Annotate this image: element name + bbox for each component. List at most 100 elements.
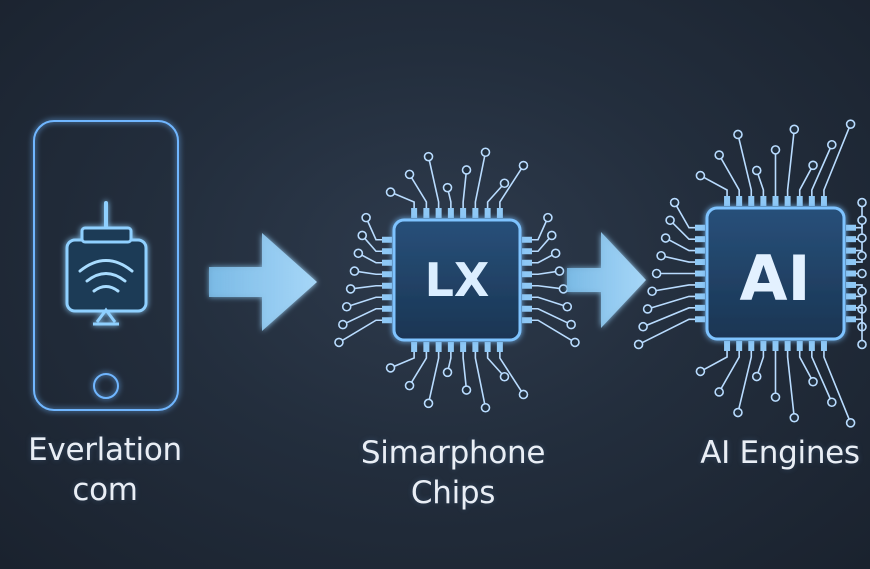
chip-pin (460, 342, 467, 352)
chip-pin (382, 236, 392, 243)
trace-node (404, 169, 415, 180)
ai-label: AI Engines (690, 433, 870, 473)
trace-node (480, 402, 491, 413)
circuit-trace (669, 219, 695, 240)
circuit-trace (462, 169, 468, 208)
chip-pin (796, 196, 803, 206)
chip-pin (522, 317, 532, 324)
trace-node (338, 319, 348, 330)
trace-node (633, 339, 644, 350)
chip-pin (784, 196, 791, 206)
trace-node (857, 268, 867, 279)
arrow-right-icon (209, 233, 317, 331)
circuit-trace (427, 156, 440, 208)
circuit-trace (700, 174, 728, 196)
chip-traces (334, 147, 580, 413)
circuit-trace (474, 352, 487, 408)
chip-pin (846, 224, 856, 231)
chip-pin (724, 341, 731, 351)
trace-node (546, 230, 557, 241)
chip-pin (695, 236, 705, 243)
trace-node (518, 389, 529, 400)
circuit-trace (532, 217, 549, 241)
circuit-trace (462, 352, 468, 391)
chip-pin (846, 316, 856, 323)
circuit-trace (798, 351, 814, 383)
circuit-trace (427, 352, 440, 404)
trace-node (714, 150, 724, 160)
trace-node (499, 371, 510, 382)
trace-node (733, 129, 743, 140)
trace-node (770, 145, 781, 155)
circuit-trace (660, 254, 695, 263)
trace-node (404, 380, 415, 391)
trace-node (770, 392, 781, 402)
trace-node (714, 387, 724, 397)
chip-pin (484, 342, 491, 352)
chip-pin (784, 341, 791, 351)
circuit-trace (499, 352, 525, 395)
circuit-trace (647, 295, 695, 310)
trace-node (845, 418, 856, 428)
chip-pin (460, 208, 467, 218)
chip-ai-text: AI (739, 242, 810, 315)
trace-node (638, 321, 648, 332)
chip-pin (522, 259, 532, 266)
circuit-trace (718, 351, 740, 393)
chip-pin (820, 196, 827, 206)
circuit-trace (811, 144, 833, 196)
trace-node (558, 284, 569, 294)
circuit-trace (673, 202, 695, 229)
chip-pin (435, 342, 442, 352)
smartphone-icon (33, 120, 179, 411)
trace-node (345, 284, 356, 294)
circuit-trace (408, 173, 428, 208)
chip-pin (382, 282, 392, 289)
chip-pin (695, 259, 705, 266)
trace-node (857, 233, 867, 243)
chip-pin (695, 270, 705, 277)
chip-pin (496, 342, 503, 352)
circuit-trace (718, 154, 740, 196)
chip-pin (695, 224, 705, 231)
circuit-trace (642, 307, 695, 328)
circuit-trace (755, 351, 765, 377)
circuit-trace (499, 165, 525, 208)
chip-pin (411, 342, 418, 352)
trace-node (695, 366, 706, 377)
trace-node (751, 371, 762, 382)
chip-pin (382, 317, 392, 324)
circuit-trace (354, 270, 382, 276)
chip-pin (736, 341, 743, 351)
circuit-trace (532, 307, 572, 326)
ai-chip: AI (705, 206, 846, 341)
trace-node (751, 165, 762, 176)
chip-pin (423, 208, 430, 218)
chip-pin (435, 208, 442, 218)
circuit-trace (532, 252, 557, 264)
chip-pin (846, 304, 856, 311)
chip-pin (760, 196, 767, 206)
circuit-trace (486, 182, 506, 208)
trace-node (385, 187, 396, 197)
chip-pin (846, 281, 856, 288)
trace-node (845, 119, 856, 129)
circuit-trace (390, 352, 415, 369)
circuit-trace (346, 296, 382, 308)
circuit-trace (823, 351, 852, 424)
trace-node (857, 286, 867, 297)
chip-pin (808, 196, 815, 206)
chips-label-line1: Simarphone (360, 435, 546, 471)
chip-pin (846, 247, 856, 254)
chip-pin (423, 342, 430, 352)
trace-node (827, 139, 837, 150)
chip-pin (522, 305, 532, 312)
circuit-trace (532, 296, 568, 308)
circuit-trace (786, 351, 796, 418)
chip-pin (522, 271, 532, 278)
chip-pin (382, 271, 392, 278)
circuit-trace (446, 352, 452, 373)
circuit-trace (737, 134, 753, 196)
circuit-trace (737, 351, 753, 413)
trace-node (499, 178, 510, 189)
